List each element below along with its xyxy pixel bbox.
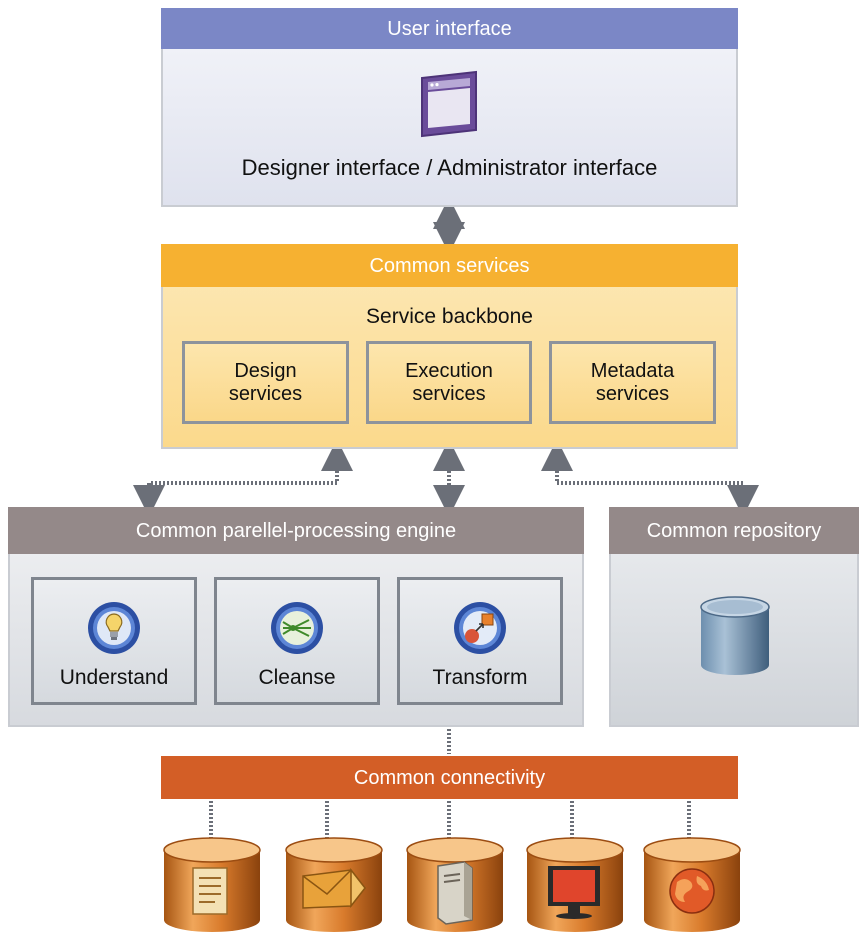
metadata-services-line1: Metadata	[590, 359, 675, 382]
arrow-services-engine-left	[133, 439, 353, 517]
user-interface-title: User interface	[387, 17, 512, 40]
transform-label: Transform	[432, 666, 528, 689]
common-services-header: Common services	[161, 244, 738, 287]
design-services-line2: services	[228, 382, 303, 405]
document-icon	[192, 867, 228, 915]
envelope-icon	[302, 867, 366, 909]
execution-services-line2: services	[412, 382, 486, 405]
repository-title: Common repository	[646, 519, 822, 542]
user-interface-subtitle: Designer interface / Administrator inter…	[241, 155, 658, 180]
common-services-title: Common services	[369, 254, 530, 277]
engine-title: Common parellel-processing engine	[135, 519, 457, 542]
cleanse-module: Cleanse	[214, 577, 380, 705]
server-icon	[437, 861, 473, 925]
transform-icon	[454, 602, 506, 654]
connectivity-title: Common connectivity	[353, 766, 546, 789]
source-monitor	[526, 837, 624, 932]
user-interface-header: User interface	[161, 8, 738, 49]
lightbulb-icon	[88, 602, 140, 654]
source-email	[285, 837, 383, 932]
database-icon	[700, 596, 770, 675]
understand-label: Understand	[59, 666, 169, 689]
understand-module: Understand	[31, 577, 197, 705]
transform-module: Transform	[397, 577, 563, 705]
source-server	[406, 837, 504, 932]
execution-services-line1: Execution	[405, 359, 493, 382]
monitor-icon	[548, 866, 600, 919]
arrow-services-repository	[541, 439, 759, 517]
globe-icon	[669, 868, 715, 914]
engine-header: Common parellel-processing engine	[8, 507, 584, 554]
source-document	[163, 837, 261, 932]
filter-icon	[271, 602, 323, 654]
connectivity-header: Common connectivity	[161, 756, 738, 799]
cleanse-label: Cleanse	[258, 666, 336, 689]
metadata-services-line2: services	[595, 382, 670, 405]
repository-header: Common repository	[609, 507, 859, 554]
source-web	[643, 837, 741, 932]
browser-window-icon	[421, 70, 477, 138]
design-services-line1: Design	[234, 359, 297, 382]
service-backbone-label: Service backbone	[366, 305, 533, 328]
